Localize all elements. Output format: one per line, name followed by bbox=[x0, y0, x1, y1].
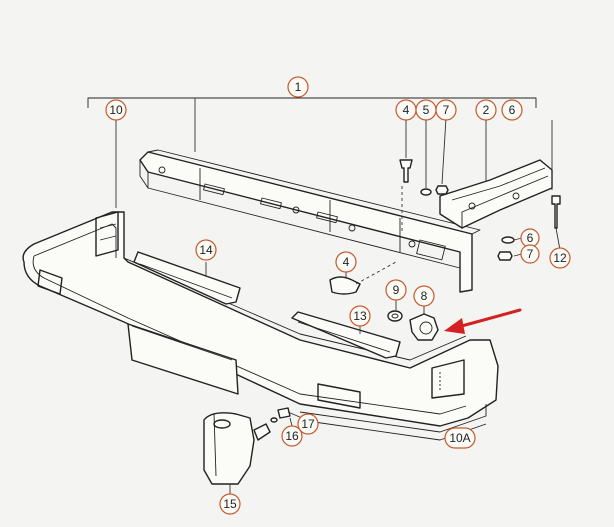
callout-2: 2 bbox=[475, 99, 497, 121]
callout-7-upper: 7 bbox=[435, 99, 457, 121]
trim-strips bbox=[133, 251, 401, 359]
callout-4-upper: 4 bbox=[395, 99, 417, 121]
svg-text:16: 16 bbox=[285, 429, 299, 443]
callout-9: 9 bbox=[385, 279, 407, 301]
svg-text:4: 4 bbox=[403, 103, 410, 117]
callout-6-upper: 6 bbox=[501, 99, 523, 121]
bumper-cover bbox=[22, 120, 499, 441]
callout-12: 12 bbox=[549, 247, 571, 269]
svg-text:1: 1 bbox=[295, 80, 302, 94]
svg-text:8: 8 bbox=[421, 289, 428, 303]
svg-text:10A: 10A bbox=[449, 431, 470, 445]
svg-text:6: 6 bbox=[527, 231, 534, 245]
impact-beam bbox=[139, 149, 481, 293]
group-bracket-1 bbox=[87, 92, 537, 152]
svg-text:7: 7 bbox=[443, 103, 450, 117]
callout-13: 13 bbox=[349, 305, 371, 327]
mounting-bracket bbox=[439, 118, 553, 229]
callout-7-lower: 7 bbox=[520, 244, 540, 264]
svg-text:2: 2 bbox=[483, 103, 490, 117]
svg-text:15: 15 bbox=[223, 497, 237, 511]
callout-6-lower: 6 bbox=[520, 228, 540, 248]
callout-15: 15 bbox=[219, 493, 241, 515]
red-pointer-arrow bbox=[444, 308, 522, 334]
callout-5: 5 bbox=[415, 99, 437, 121]
svg-text:13: 13 bbox=[353, 309, 367, 323]
callout-10a: 10A bbox=[444, 427, 476, 449]
svg-text:14: 14 bbox=[199, 243, 213, 257]
fasteners-lower bbox=[329, 261, 439, 341]
callout-8: 8 bbox=[413, 285, 435, 307]
callout-1: 1 bbox=[287, 76, 309, 98]
callout-4-lower: 4 bbox=[335, 251, 357, 273]
fasteners-upper bbox=[399, 117, 561, 261]
svg-text:7: 7 bbox=[527, 247, 534, 261]
callout-17: 17 bbox=[297, 413, 319, 435]
svg-text:9: 9 bbox=[393, 283, 400, 297]
svg-text:5: 5 bbox=[423, 103, 430, 117]
svg-text:4: 4 bbox=[343, 255, 350, 269]
callout-14: 14 bbox=[195, 239, 217, 261]
svg-text:12: 12 bbox=[553, 251, 567, 265]
tow-cover bbox=[203, 407, 303, 494]
svg-text:6: 6 bbox=[509, 103, 516, 117]
callout-10: 10 bbox=[105, 99, 127, 121]
svg-text:17: 17 bbox=[301, 417, 315, 431]
callout-16: 16 bbox=[281, 425, 303, 447]
svg-text:10: 10 bbox=[109, 103, 123, 117]
